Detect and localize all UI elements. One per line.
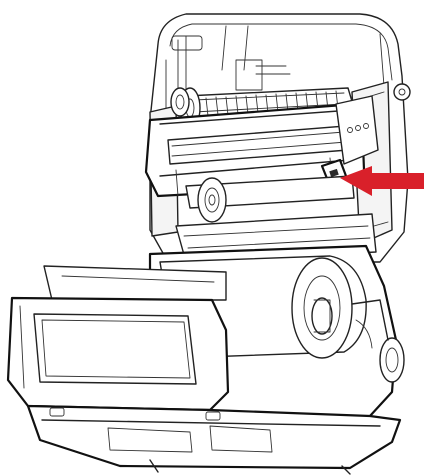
printer-base <box>26 404 402 475</box>
ribbon-cartridge <box>144 87 379 223</box>
front-door <box>6 265 230 412</box>
indicator-arrow <box>340 166 424 196</box>
red-arrow-icon <box>340 166 424 196</box>
